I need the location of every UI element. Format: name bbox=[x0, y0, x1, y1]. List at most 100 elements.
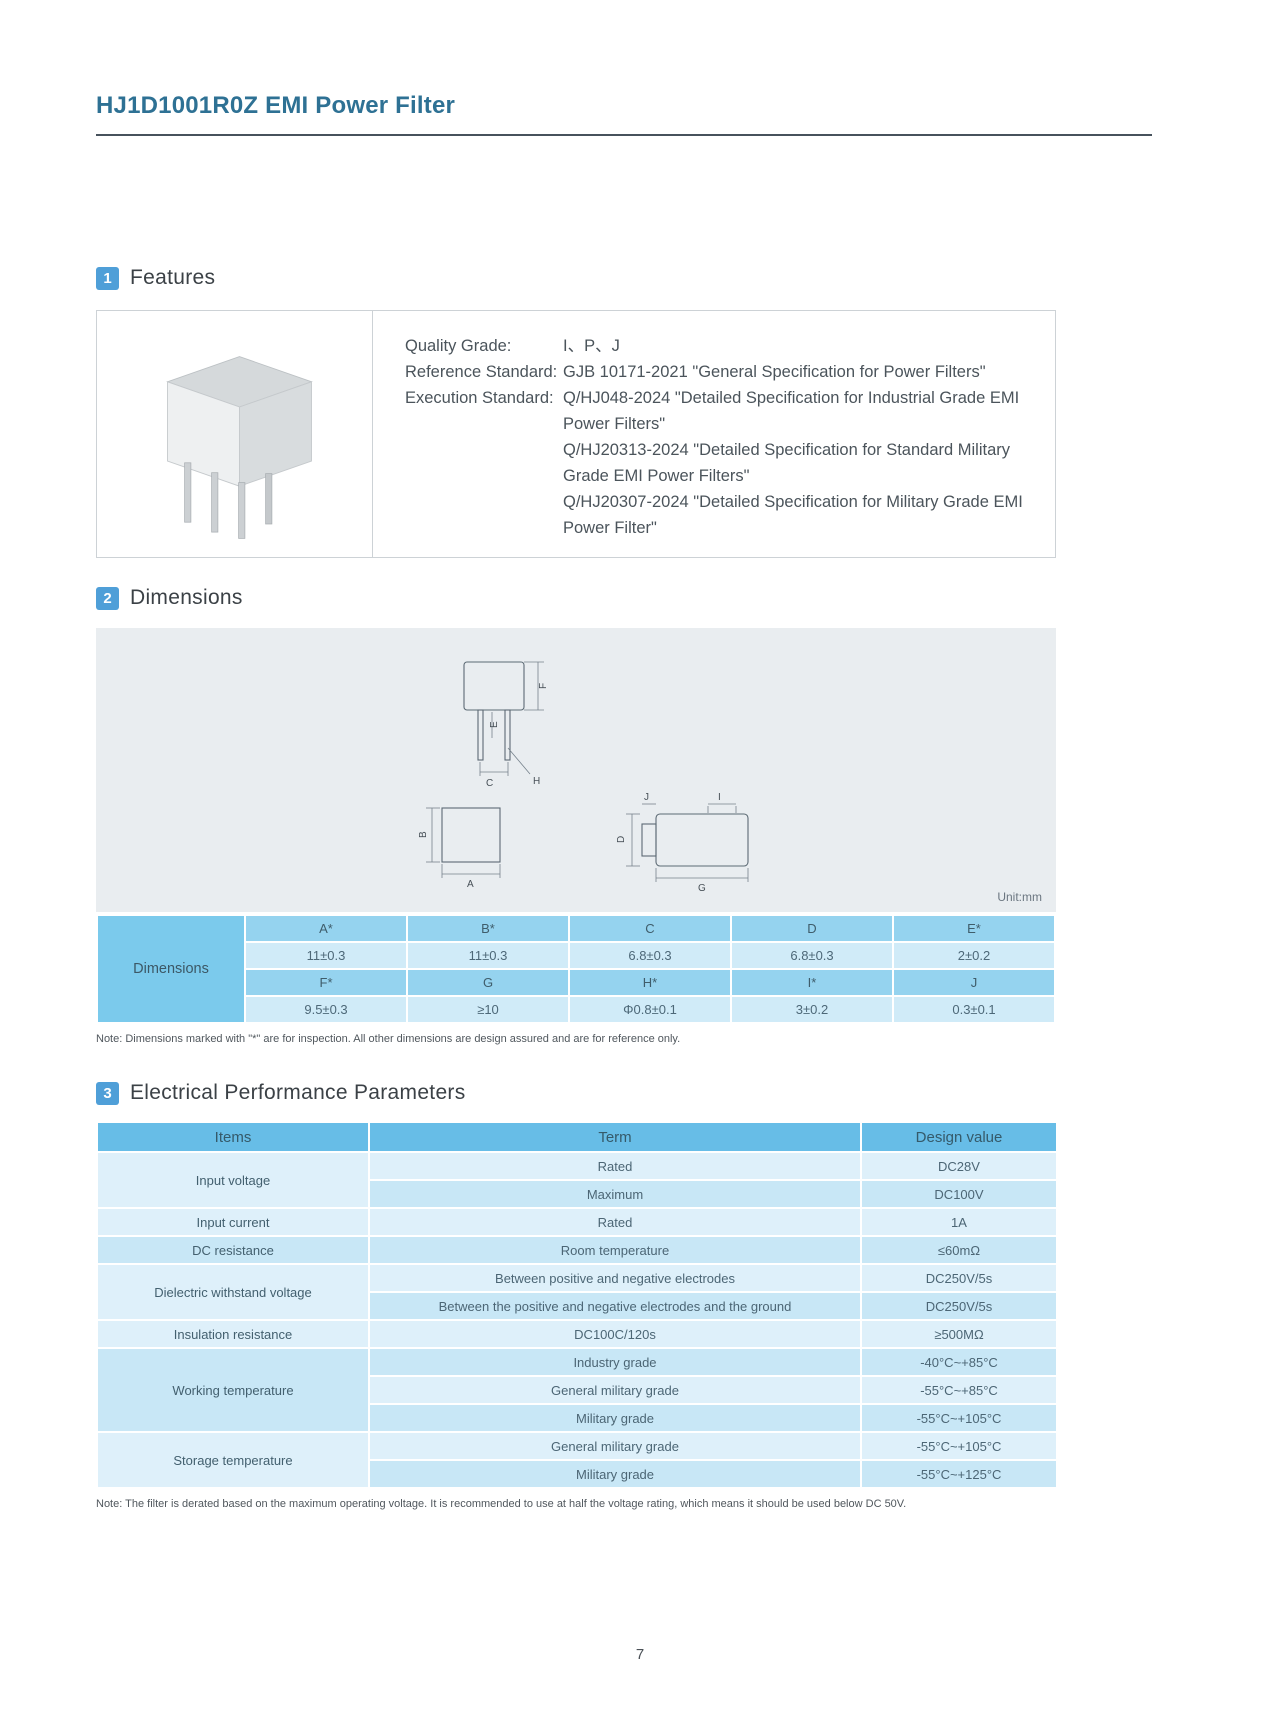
table-row: Maximum DC100V bbox=[97, 1179, 1058, 1209]
term-cell: Room temperature bbox=[368, 1235, 862, 1265]
dim-label-i-icon: I bbox=[718, 792, 721, 803]
dimensions-table: Dimensions A* B* C D E* 11±0.3 11±0.3 6.… bbox=[96, 914, 1056, 1024]
dim-value-cell: Φ0.8±0.1 bbox=[568, 995, 732, 1024]
execution-standard-item: Q/HJ20307-2024 "Detailed Specification f… bbox=[563, 493, 1023, 537]
dim-value-cell: ≥10 bbox=[406, 995, 570, 1024]
features-section: 1 Features Quality Grade: I、P、J bbox=[96, 266, 1152, 558]
dim-label-f-icon: F bbox=[538, 683, 549, 689]
dim-label-h-icon: H bbox=[533, 776, 540, 787]
value-cell: -55°C~+125°C bbox=[860, 1459, 1058, 1489]
item-cell: DC resistance bbox=[96, 1235, 370, 1265]
value-cell: -40°C~+85°C bbox=[860, 1347, 1058, 1377]
col-header-items: Items bbox=[96, 1121, 370, 1153]
value-cell: ≥500MΩ bbox=[860, 1319, 1058, 1349]
electrical-table: Items Term Design value Input voltage Ra… bbox=[96, 1121, 1058, 1489]
dim-header-cell: F* bbox=[244, 968, 408, 997]
table-row: F* G H* I* J bbox=[97, 968, 1056, 997]
dim-value-cell: 0.3±0.1 bbox=[892, 995, 1056, 1024]
execution-standard-values: Q/HJ048-2024 "Detailed Specification for… bbox=[563, 385, 1027, 541]
execution-standard-item: Q/HJ20313-2024 "Detailed Specification f… bbox=[563, 441, 1011, 485]
table-row: DC resistance Room temperature ≤60mΩ bbox=[96, 1235, 1058, 1265]
col-header-term: Term bbox=[368, 1121, 862, 1153]
product-pin bbox=[210, 472, 218, 533]
dim-value-cell: 3±0.2 bbox=[730, 995, 894, 1024]
product-side-face bbox=[238, 381, 312, 487]
dim-header-cell: B* bbox=[406, 914, 570, 943]
section-title: Features bbox=[130, 266, 216, 289]
table-row: Dielectric withstand voltage Between pos… bbox=[96, 1263, 1058, 1321]
dim-header-cell: E* bbox=[892, 914, 1056, 943]
term-cell: Rated bbox=[368, 1207, 862, 1237]
product-pin bbox=[264, 473, 272, 525]
section-number-badge: 1 bbox=[96, 266, 119, 290]
item-cell: Working temperature bbox=[96, 1347, 370, 1433]
electrical-note: Note: The filter is derated based on the… bbox=[96, 1498, 907, 1510]
dim-value-cell: 2±0.2 bbox=[892, 941, 1056, 970]
electrical-header-row: Items Term Design value bbox=[96, 1121, 1058, 1153]
dim-value-cell: 11±0.3 bbox=[406, 941, 570, 970]
side-view-outline bbox=[641, 813, 749, 867]
table-row: Storage temperature General military gra… bbox=[96, 1431, 1058, 1489]
section-number-badge: 3 bbox=[96, 1081, 119, 1105]
item-cell: Input voltage bbox=[96, 1151, 370, 1209]
section-number-badge: 2 bbox=[96, 586, 119, 610]
term-cell: Military grade bbox=[368, 1459, 862, 1489]
product-image bbox=[165, 356, 313, 539]
title-divider bbox=[96, 134, 1152, 136]
product-image-container bbox=[97, 311, 373, 557]
table-row: Between the positive and negative electr… bbox=[97, 1291, 1058, 1321]
table-row: Working temperature Industry grade -40°C… bbox=[96, 1347, 1058, 1433]
dimension-drawing: F E C H B A J I D G bbox=[418, 661, 749, 894]
features-heading: 1 Features bbox=[96, 266, 1152, 290]
quality-grade-label: Quality Grade: bbox=[405, 337, 512, 355]
top-view-outline bbox=[441, 807, 501, 863]
term-cell: DC100C/120s bbox=[368, 1319, 862, 1349]
table-row: Input voltage Rated DC28V bbox=[96, 1151, 1058, 1209]
reference-standard-label: Reference Standard: bbox=[405, 363, 558, 381]
table-row: Military grade -55°C~+125°C bbox=[97, 1459, 1058, 1489]
dim-header-cell: J bbox=[892, 968, 1056, 997]
dim-label-b-icon: B bbox=[418, 831, 429, 838]
datasheet-page: HJ1D1001R0Z EMI Power Filter 1 Features bbox=[96, 92, 1152, 1510]
table-row: 11±0.3 11±0.3 6.8±0.3 6.8±0.3 2±0.2 bbox=[97, 941, 1056, 970]
item-cell: Dielectric withstand voltage bbox=[96, 1263, 370, 1321]
dim-value-cell: 6.8±0.3 bbox=[568, 941, 732, 970]
electrical-heading: 3 Electrical Performance Parameters bbox=[96, 1081, 1152, 1105]
dim-label-g-icon: G bbox=[698, 883, 706, 894]
term-cell: General military grade bbox=[368, 1431, 862, 1461]
dimension-labels: F E C H B A J I D G bbox=[418, 683, 721, 894]
dim-header-cell: A* bbox=[244, 914, 408, 943]
dim-header-cell: G bbox=[406, 968, 570, 997]
dimensions-note: Note: Dimensions marked with "*" are for… bbox=[96, 1033, 681, 1045]
execution-standard-item: Q/HJ048-2024 "Detailed Specification for… bbox=[563, 389, 1020, 433]
term-cell: General military grade bbox=[368, 1375, 862, 1405]
section-title: Electrical Performance Parameters bbox=[130, 1081, 466, 1104]
front-view-dim-lines bbox=[479, 661, 544, 776]
page-number: 7 bbox=[635, 1646, 645, 1663]
item-cell: Input current bbox=[96, 1207, 370, 1237]
table-row: Insulation resistance DC100C/120s ≥500MΩ bbox=[96, 1319, 1058, 1349]
dimension-drawing-panel: F E C H B A J I D G Unit:mm bbox=[96, 628, 1056, 912]
col-header-design-value: Design value bbox=[860, 1121, 1058, 1153]
table-row: General military grade -55°C~+85°C bbox=[97, 1375, 1058, 1405]
value-cell: -55°C~+85°C bbox=[860, 1375, 1058, 1405]
dim-value-cell: 11±0.3 bbox=[244, 941, 408, 970]
dim-label-a-icon: A bbox=[467, 879, 474, 890]
dim-label-c-icon: C bbox=[486, 778, 493, 789]
quality-grade-value: I、P、J bbox=[563, 337, 620, 355]
dim-header-cell: D bbox=[730, 914, 894, 943]
dim-label-e-icon: E bbox=[489, 721, 500, 728]
product-pin bbox=[237, 482, 245, 539]
value-cell: DC28V bbox=[860, 1151, 1058, 1181]
section-title: Dimensions bbox=[130, 586, 243, 609]
item-cell: Storage temperature bbox=[96, 1431, 370, 1489]
term-cell: Between the positive and negative electr… bbox=[368, 1291, 862, 1321]
table-row: Dimensions A* B* C D E* bbox=[96, 914, 1056, 1024]
doc-header: HJ1D1001R0Z EMI Power Filter bbox=[96, 92, 1152, 136]
top-view-dim-lines bbox=[426, 807, 501, 878]
reference-standard-value: GJB 10171-2021 "General Specification fo… bbox=[563, 363, 986, 381]
dim-label-j-icon: J bbox=[644, 792, 649, 803]
dimensions-heading: 2 Dimensions bbox=[96, 586, 1152, 610]
term-cell: Military grade bbox=[368, 1403, 862, 1433]
value-cell: ≤60mΩ bbox=[860, 1235, 1058, 1265]
